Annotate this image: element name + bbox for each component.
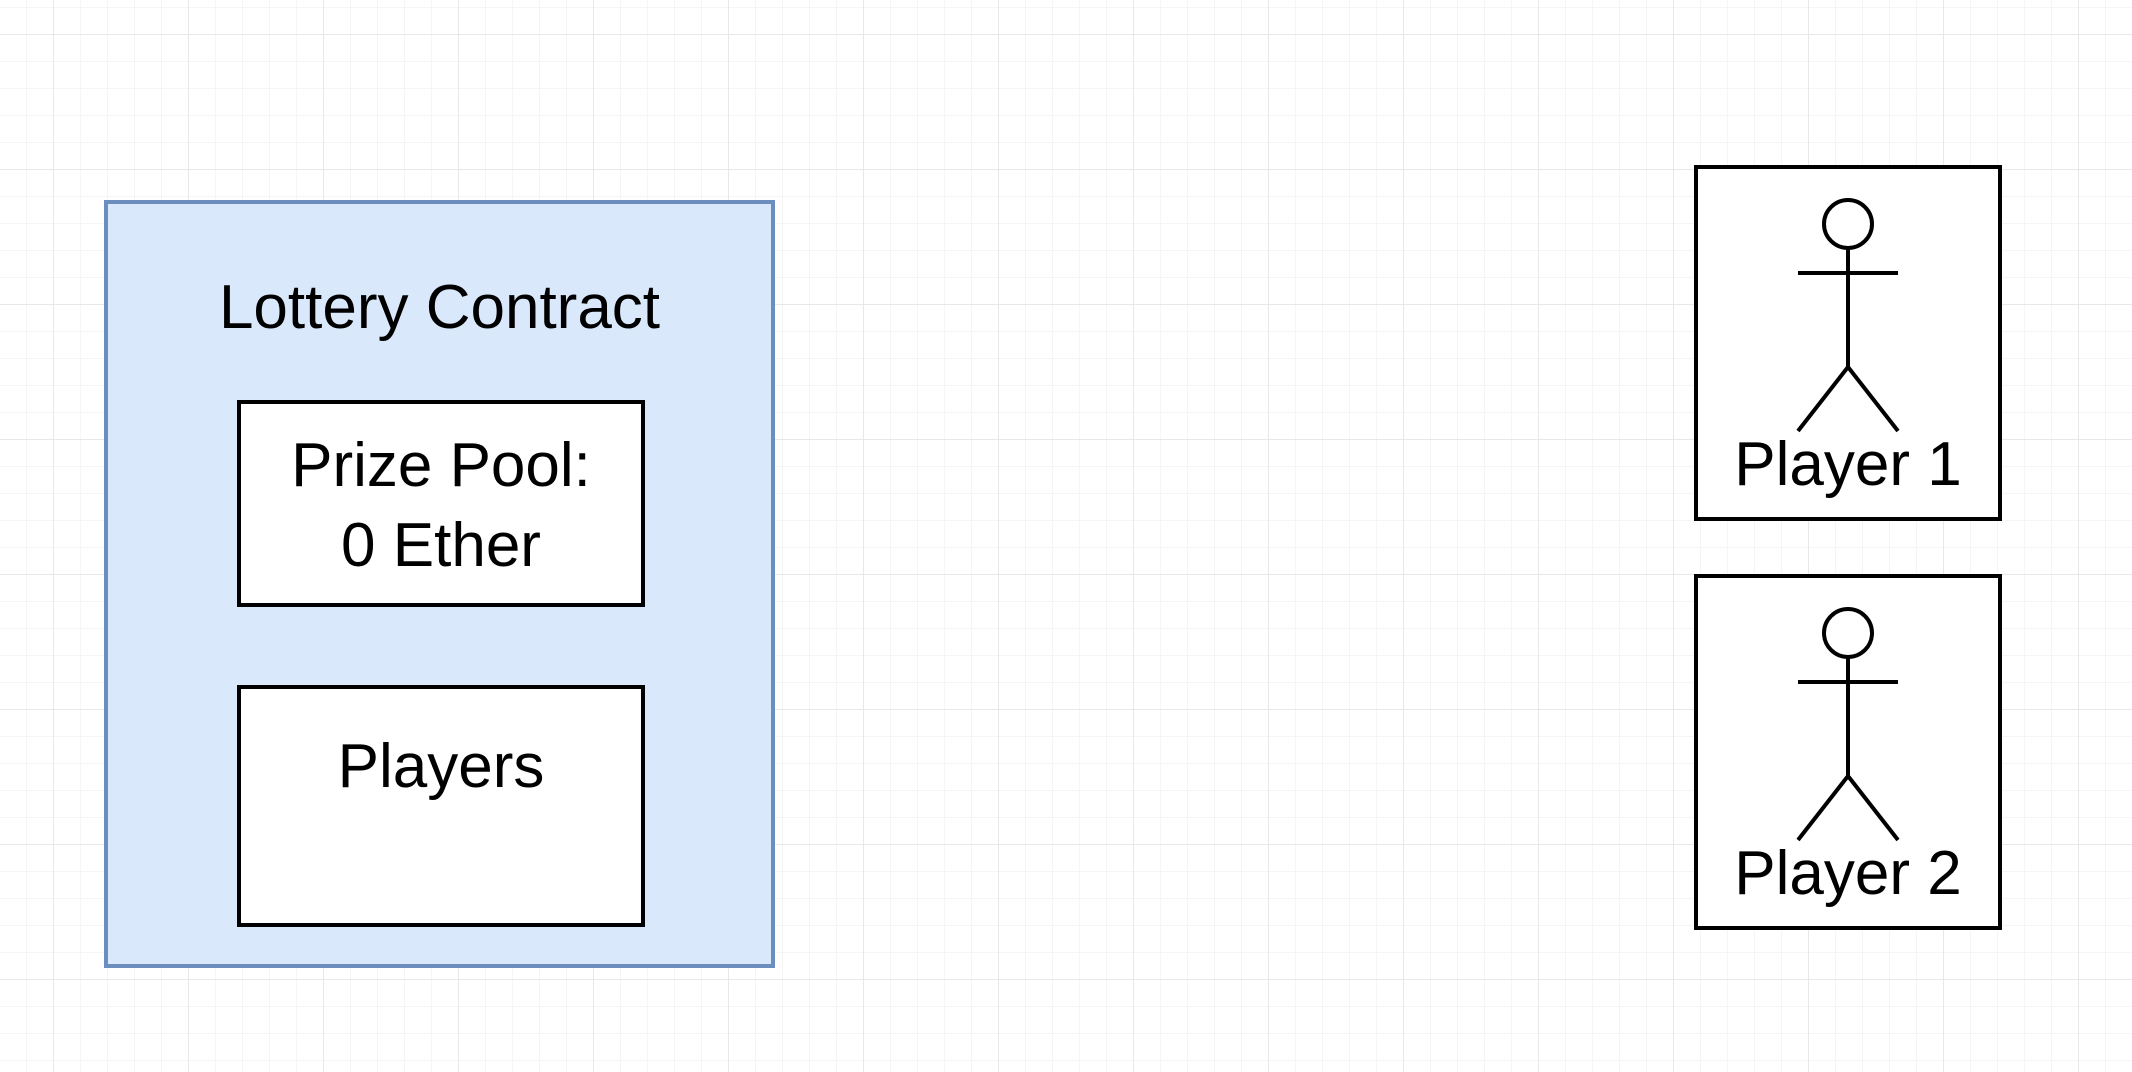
contract-title: Lottery Contract [218,273,661,342]
player-1-box[interactable]: Player 1 [1694,165,2002,521]
prize-pool-box[interactable]: Prize Pool: 0 Ether [237,400,645,607]
stick-figure-actor-icon [1796,607,1900,842]
players-label: Players [337,732,545,801]
player-2-box[interactable]: Player 2 [1694,574,2002,930]
stick-figure-actor-icon [1796,198,1900,433]
player-1-label: Player 1 [1734,430,1962,499]
player-2-label: Player 2 [1734,839,1962,908]
lottery-contract-container[interactable]: Lottery Contract Prize Pool: 0 Ether Pla… [104,200,775,968]
prize-pool-value: 0 Ether [341,511,541,580]
players-box[interactable]: Players [237,685,645,927]
prize-pool-label: Prize Pool: [291,431,591,500]
